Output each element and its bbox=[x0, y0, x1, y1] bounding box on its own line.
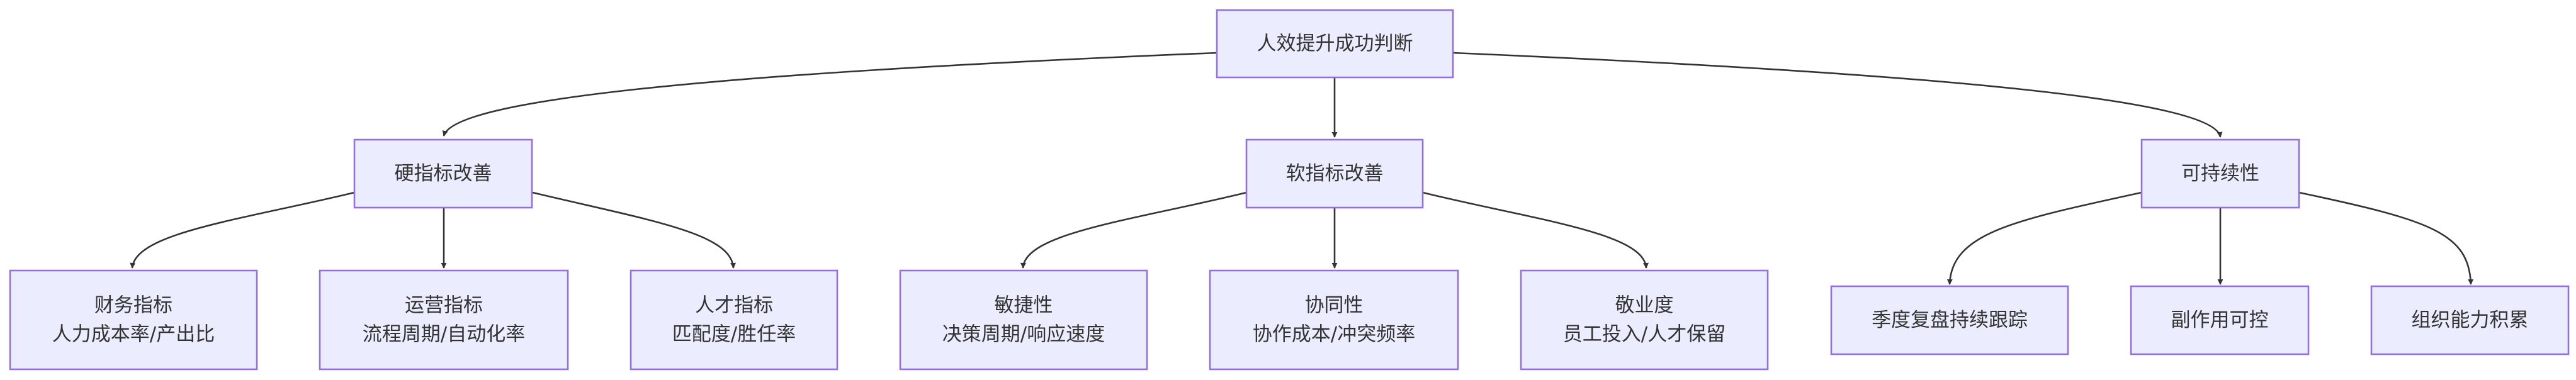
node-quarterly-box bbox=[1830, 285, 2069, 355]
node-root-box bbox=[1216, 9, 1454, 79]
node-soft-label-line: 软指标改善 bbox=[1286, 162, 1384, 185]
edge-soft-to-engage bbox=[1422, 191, 1649, 269]
node-agility-label-line: 决策周期/响应速度 bbox=[942, 323, 1105, 346]
node-talent-label-line: 人才指标 bbox=[695, 294, 773, 317]
node-sustain: 可持续性 bbox=[2140, 138, 2300, 209]
node-quarterly: 季度复盘持续跟踪 bbox=[1830, 285, 2069, 355]
node-finance-label-line: 财务指标 bbox=[94, 294, 172, 317]
node-collab-label-line: 协作成本/冲突频率 bbox=[1253, 323, 1415, 346]
node-finance-label-line: 人力成本率/产出比 bbox=[52, 323, 215, 346]
edge-hard-to-talent bbox=[532, 191, 737, 269]
node-hard-box bbox=[353, 138, 533, 209]
node-quarterly-label-line: 季度复盘持续跟踪 bbox=[1872, 309, 2028, 332]
node-soft-box bbox=[1245, 138, 1424, 209]
node-finance-box bbox=[9, 269, 258, 371]
node-capability-label-line: 组织能力积累 bbox=[2412, 309, 2529, 332]
node-side-label-line: 副作用可控 bbox=[2171, 309, 2269, 332]
nodes: 人效提升成功判断硬指标改善软指标改善可持续性财务指标人力成本率/产出比运营指标流… bbox=[9, 9, 2570, 371]
edge-sustain-to-quarterly bbox=[1946, 191, 2142, 285]
node-sustain-box bbox=[2140, 138, 2300, 209]
node-ops-label-line: 流程周期/自动化率 bbox=[363, 323, 525, 346]
node-engage-box bbox=[1520, 269, 1769, 371]
edge-root-to-sustain bbox=[1452, 52, 2223, 138]
node-hard: 硬指标改善 bbox=[353, 138, 533, 209]
node-collab-label-line: 协同性 bbox=[1305, 294, 1364, 317]
node-sustain-label-line: 可持续性 bbox=[2181, 162, 2259, 185]
edge-root-to-hard bbox=[442, 52, 1217, 137]
node-talent-label-line: 匹配度/胜任率 bbox=[672, 323, 796, 346]
node-agility-label-line: 敏捷性 bbox=[995, 294, 1053, 317]
node-capability: 组织能力积累 bbox=[2370, 285, 2570, 355]
node-side: 副作用可控 bbox=[2130, 285, 2310, 355]
node-talent-box bbox=[630, 269, 839, 371]
node-engage-label-line: 敬业度 bbox=[1615, 294, 1674, 317]
node-soft: 软指标改善 bbox=[1245, 138, 1424, 209]
edge-soft-to-agility bbox=[1020, 191, 1247, 269]
edge-sustain-to-capability bbox=[2298, 191, 2474, 285]
node-agility-box bbox=[899, 269, 1148, 371]
edge-hard-to-finance bbox=[130, 191, 355, 269]
node-root-label-line: 人效提升成功判断 bbox=[1257, 33, 1413, 55]
node-side-box bbox=[2130, 285, 2310, 355]
node-collab-box bbox=[1209, 269, 1459, 371]
node-hard-label-line: 硬指标改善 bbox=[395, 162, 492, 185]
node-capability-box bbox=[2370, 285, 2570, 355]
node-root: 人效提升成功判断 bbox=[1216, 9, 1454, 79]
node-engage-label-line: 员工投入/人才保留 bbox=[1563, 323, 1726, 346]
node-ops-box bbox=[319, 269, 569, 371]
edges bbox=[130, 52, 2474, 285]
node-ops-label-line: 运营指标 bbox=[405, 294, 483, 317]
